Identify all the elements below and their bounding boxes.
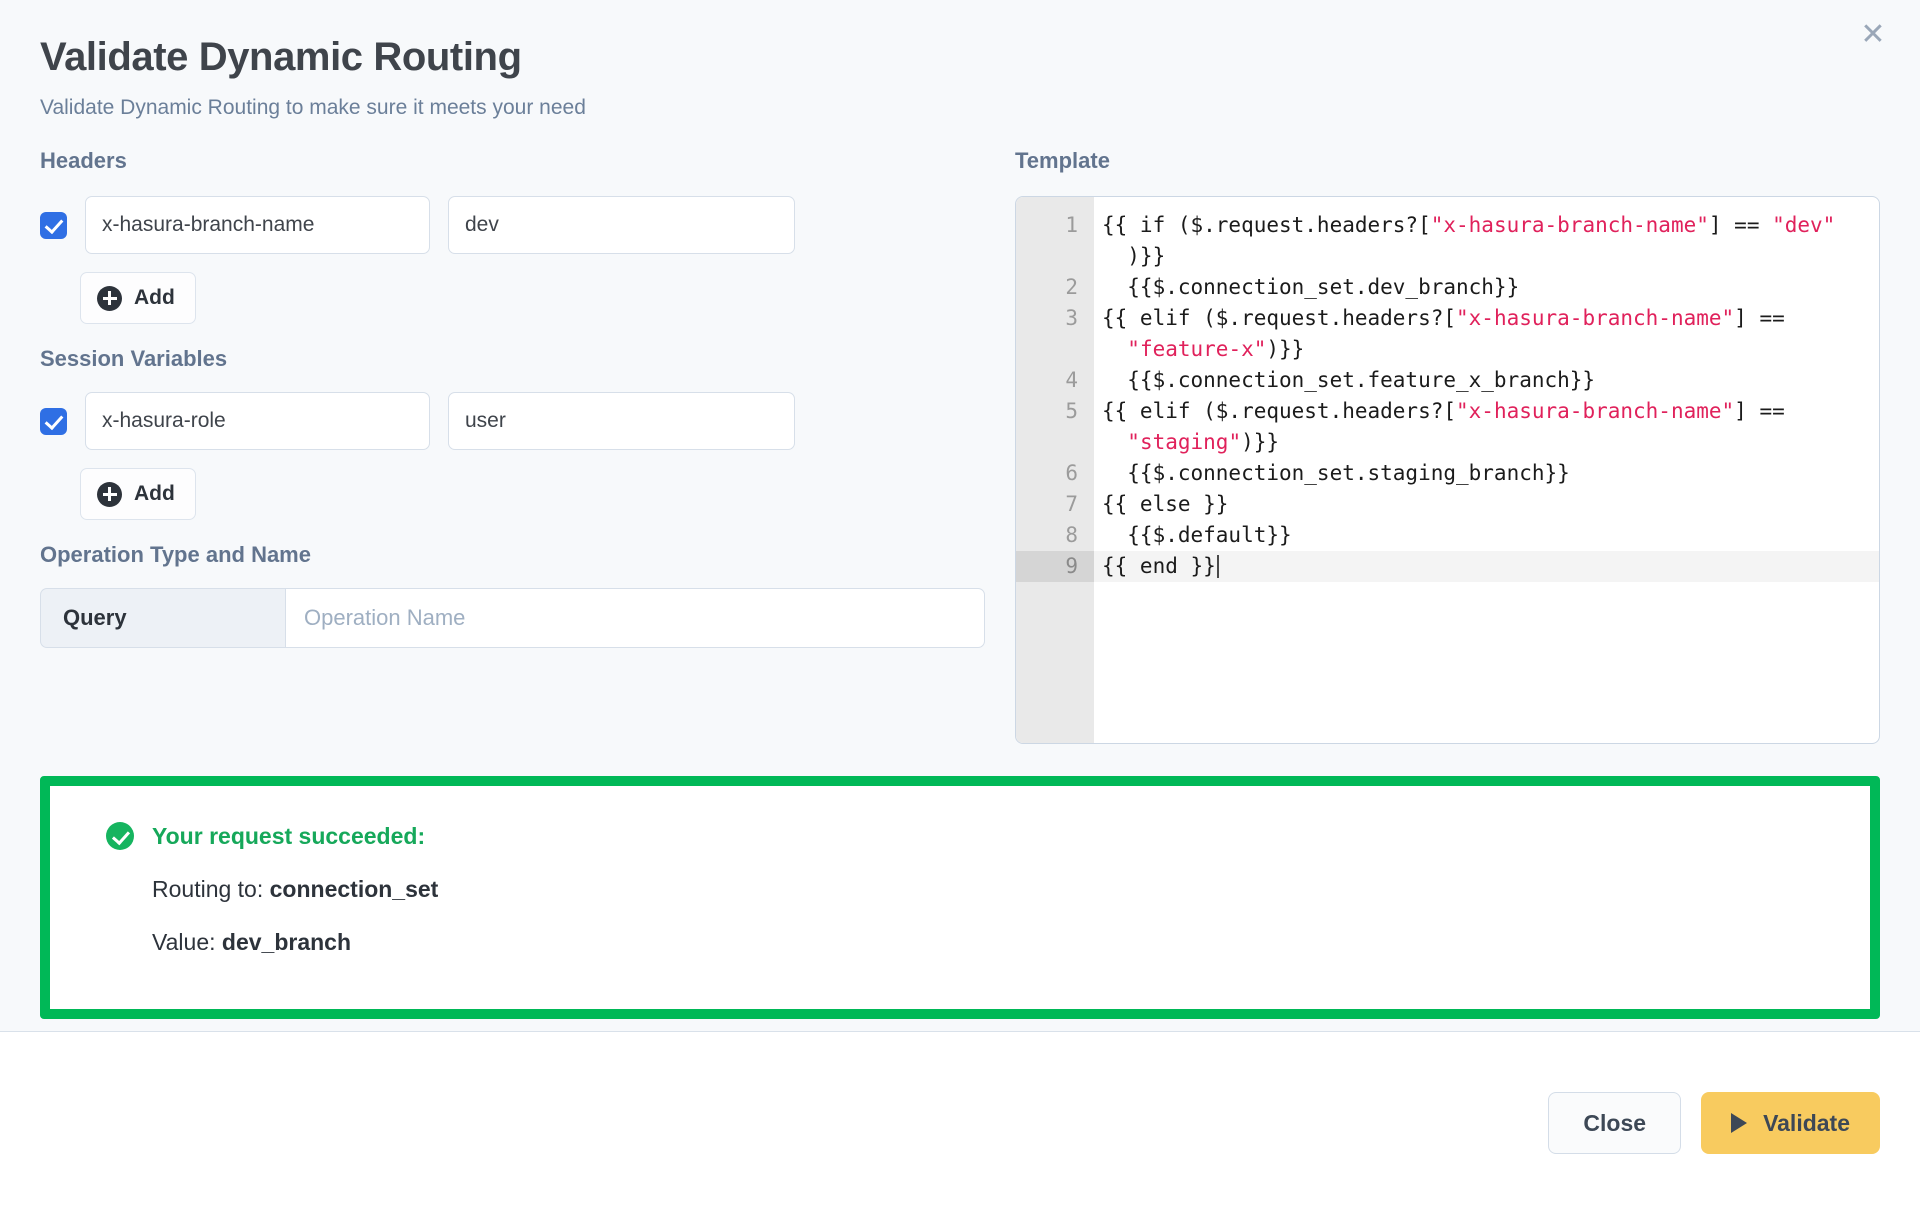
banner-head: Your request succeeded: <box>106 822 1870 850</box>
close-icon[interactable]: ✕ <box>1852 14 1894 56</box>
plus-circle-icon <box>97 285 122 311</box>
code-string: "x-hasura-branch-name" <box>1456 399 1735 423</box>
code-text: {{$.connection_set.dev_branch}} <box>1102 275 1520 299</box>
code-line: {{$.connection_set.staging_branch}} <box>1094 458 1879 489</box>
code-line: )}} <box>1094 241 1879 272</box>
line-number <box>1016 241 1094 272</box>
line-number: 8 <box>1065 523 1078 547</box>
code-string: "dev" <box>1772 213 1836 237</box>
line-number: 1 <box>1065 213 1078 237</box>
success-banner: Your request succeeded: Routing to: conn… <box>40 776 1880 1019</box>
header-enabled-checkbox[interactable] <box>40 211 67 239</box>
operation-row: Query <box>40 588 985 648</box>
modal-footer: Close Validate <box>0 1032 1920 1214</box>
operation-type-select[interactable]: Query <box>40 588 285 648</box>
code-string: "x-hasura-branch-name" <box>1456 306 1735 330</box>
code-string: "feature-x" <box>1127 337 1267 361</box>
add-session-variable-button[interactable]: Add <box>80 468 196 520</box>
session-section-label: Session Variables <box>40 346 228 371</box>
session-row <box>40 392 985 450</box>
code-text: {{$.connection_set.staging_branch}} <box>1102 461 1570 485</box>
value-label: Value: <box>152 929 216 955</box>
validate-button[interactable]: Validate <box>1701 1092 1880 1154</box>
status-badge: Your request succeeded: <box>152 822 426 849</box>
line-number: 7 <box>1065 492 1078 516</box>
header-key-input[interactable] <box>85 196 430 254</box>
chevron-down-icon <box>254 606 270 622</box>
line-number: 4 <box>1065 368 1078 392</box>
code-text: {{$.connection_set.feature_x_branch}} <box>1102 368 1596 392</box>
line-number <box>1016 427 1094 458</box>
plus-circle-icon <box>97 481 122 507</box>
operation-name-input[interactable] <box>285 588 985 648</box>
code-text: ] == <box>1734 306 1785 330</box>
code-line: {{$.connection_set.feature_x_branch}} <box>1094 365 1879 396</box>
code-line: {{ if ($.request.headers?["x-hasura-bran… <box>1094 210 1879 241</box>
check-circle-icon <box>106 822 134 850</box>
code-text: {{ elif ($.request.headers?[ <box>1102 306 1457 330</box>
code-text: )}} <box>1266 337 1305 361</box>
add-header-button[interactable]: Add <box>80 272 196 324</box>
page-subtitle: Validate Dynamic Routing to make sure it… <box>40 96 586 119</box>
modal-body: Headers Add Session Variables Add Operat… <box>0 120 1920 744</box>
routing-to-label: Routing to: <box>152 876 264 902</box>
code-text: {{ elif ($.request.headers?[ <box>1102 399 1457 423</box>
template-section-label: Template <box>1015 148 1110 173</box>
code-text: {{$.default}} <box>1102 523 1292 547</box>
session-key-input[interactable] <box>85 392 430 450</box>
page-title: Validate Dynamic Routing <box>40 35 522 79</box>
line-number: 3 <box>1065 306 1078 330</box>
line-number: 9 <box>1016 551 1094 582</box>
operation-type-value: Query <box>63 605 127 630</box>
headers-section-label: Headers <box>40 148 127 173</box>
code-line: {{ elif ($.request.headers?["x-hasura-br… <box>1094 396 1879 427</box>
code-line: {{$.connection_set.dev_branch}} <box>1094 272 1879 303</box>
code-line: "staging")}} <box>1094 427 1879 458</box>
value-value: dev_branch <box>221 929 352 955</box>
value-line: Value: dev_branch <box>152 929 1870 956</box>
footer-divider <box>0 1031 1920 1032</box>
routing-to-value: connection_set <box>269 876 439 902</box>
result-banner-wrap: Your request succeeded: Routing to: conn… <box>0 776 1920 1019</box>
modal-header: Validate Dynamic Routing Validate Dynami… <box>0 0 1920 120</box>
template-column: Template 1 2 3 4 5 6 7 8 9 {{ if ($.request.head… <box>985 148 1880 744</box>
close-button[interactable]: Close <box>1548 1092 1682 1154</box>
form-column: Headers Add Session Variables Add Operat… <box>40 148 985 744</box>
code-text: {{ else }} <box>1102 492 1229 516</box>
code-text: {{ if ($.request.headers?[ <box>1102 213 1431 237</box>
code-string: "staging" <box>1127 430 1242 454</box>
add-header-label: Add <box>134 286 175 309</box>
line-number: 2 <box>1065 275 1078 299</box>
validate-label: Validate <box>1763 1109 1850 1136</box>
session-value-input[interactable] <box>448 392 795 450</box>
code-line: {{$.default}} <box>1094 520 1879 551</box>
operation-section-label: Operation Type and Name <box>40 542 311 567</box>
editor-gutter: 1 2 3 4 5 6 7 8 9 <box>1016 197 1094 743</box>
code-string: "x-hasura-branch-name" <box>1430 213 1709 237</box>
code-line: {{ elif ($.request.headers?["x-hasura-br… <box>1094 303 1879 334</box>
line-number: 5 <box>1065 399 1078 423</box>
code-line: "feature-x")}} <box>1094 334 1879 365</box>
line-number: 6 <box>1065 461 1078 485</box>
code-line: {{ end }} <box>1094 551 1879 582</box>
add-session-label: Add <box>134 482 175 505</box>
code-text: ] == <box>1734 399 1785 423</box>
code-text: ] == <box>1708 213 1773 237</box>
code-text <box>1102 337 1127 361</box>
routing-to-line: Routing to: connection_set <box>152 876 1870 903</box>
play-icon <box>1731 1113 1748 1133</box>
code-text: )}} <box>1241 430 1280 454</box>
header-row <box>40 196 985 254</box>
session-enabled-checkbox[interactable] <box>40 407 67 435</box>
header-value-input[interactable] <box>448 196 795 254</box>
line-number <box>1016 334 1094 365</box>
code-line: {{ else }} <box>1094 489 1879 520</box>
code-text: {{ end }} <box>1102 554 1216 578</box>
editor-code-area[interactable]: {{ if ($.request.headers?["x-hasura-bran… <box>1094 197 1879 743</box>
code-text <box>1102 430 1127 454</box>
text-cursor <box>1216 555 1219 578</box>
code-text: )}} <box>1102 244 1166 268</box>
